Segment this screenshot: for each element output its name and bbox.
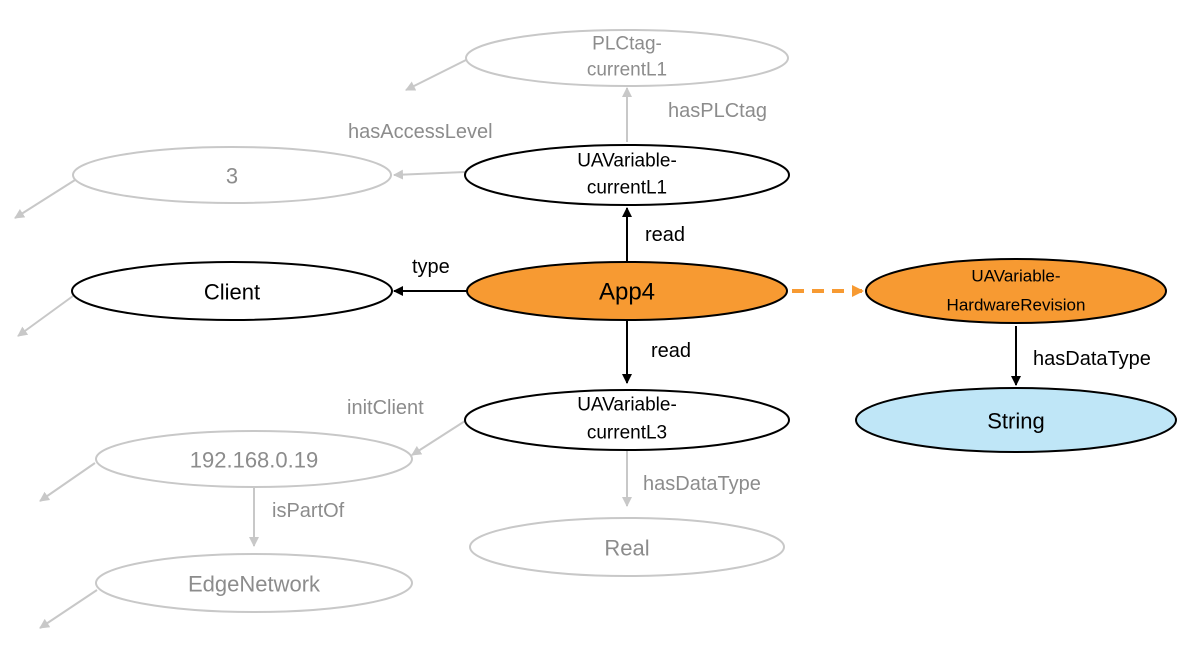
- node-edge-network: EdgeNetwork: [95, 553, 413, 613]
- node-ip-label: 192.168.0.19: [190, 448, 318, 473]
- edge-init-client: [411, 420, 466, 456]
- edge-label-init-client: initClient: [347, 397, 424, 419]
- node-string: String: [855, 387, 1177, 453]
- dangling-edge-client: [17, 295, 74, 337]
- node-uavar-l3-line2: currentL3: [587, 423, 667, 444]
- node-uavar-l3-line1: UAVariable-: [577, 395, 677, 416]
- node-real: Real: [469, 517, 785, 577]
- node-access-level-value: 3: [72, 146, 392, 204]
- node-uavariable-currentL3: UAVariable- currentL3: [464, 389, 790, 451]
- node-uavar-hw-line1: UAVariable-: [971, 267, 1060, 286]
- edge-label-is-part-of: isPartOf: [272, 500, 345, 522]
- edge-label-read-l3: read: [651, 340, 691, 362]
- node-uavar-l1-line1: UAVariable-: [577, 151, 677, 172]
- node-client: Client: [71, 261, 393, 321]
- node-client-label: Client: [204, 280, 260, 305]
- node-uavariable-hardware-revision: UAVariable- HardwareRevision: [865, 258, 1167, 324]
- dangling-edge-ip: [39, 462, 96, 502]
- node-uavar-l1-line2: currentL1: [587, 178, 667, 199]
- node-edgenet-label: EdgeNetwork: [188, 572, 321, 597]
- node-app4: App4: [466, 261, 788, 321]
- edge-label-has-datatype-l3: hasDataType: [643, 473, 761, 495]
- edge-label-read-l1: read: [645, 224, 685, 246]
- node-ip-address: 192.168.0.19: [95, 430, 413, 488]
- node-uavar-hw-line2: HardwareRevision: [947, 296, 1086, 315]
- edge-has-access-level: [393, 169, 466, 180]
- edge-label-has-plctag: hasPLCtag: [668, 100, 767, 122]
- node-string-label: String: [987, 409, 1044, 434]
- dangling-edge-plctag: [405, 59, 467, 91]
- node-access-level-label: 3: [226, 164, 238, 189]
- node-real-label: Real: [604, 536, 649, 561]
- node-plctag-line1: PLCtag-: [592, 34, 662, 55]
- edge-label-type: type: [412, 256, 450, 278]
- dangling-edge-edgenet: [39, 589, 98, 629]
- node-app4-label: App4: [599, 279, 655, 306]
- dangling-edge-access-value: [14, 179, 76, 219]
- node-uavariable-currentL1: UAVariable- currentL1: [464, 144, 790, 206]
- edge-label-has-datatype-hw: hasDataType: [1033, 348, 1151, 370]
- edge-label-has-access-level: hasAccessLevel: [348, 121, 493, 143]
- node-plctag-line2: currentL1: [587, 60, 667, 81]
- node-plctag-currentL1: PLCtag- currentL1: [465, 29, 789, 87]
